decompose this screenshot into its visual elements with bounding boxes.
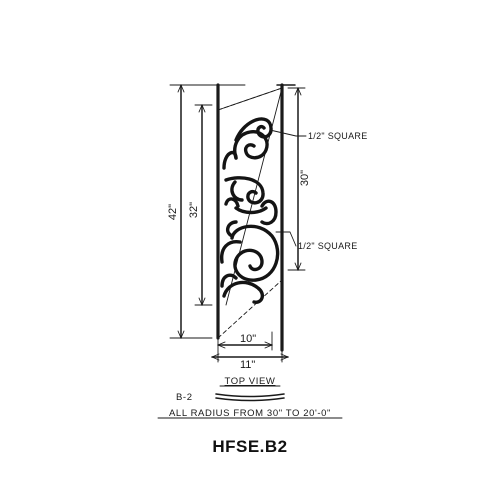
top-view-label: B-2: [176, 392, 193, 403]
dimension-outer-width: 11": [240, 359, 255, 371]
scroll-ornament: [220, 117, 280, 304]
panel-frame: [216, 83, 296, 352]
dimension-inner-height: 32": [188, 202, 200, 218]
right-dimension-lines: [287, 87, 306, 271]
top-view-profile: [215, 393, 285, 402]
bottom-dimension-lines: [211, 331, 289, 363]
model-code: HFSE.B2: [212, 437, 287, 456]
dimension-inner-width: 10": [240, 333, 256, 345]
radius-note: ALL RADIUS FROM 30" TO 20'-0": [169, 408, 331, 419]
callout-top-square: 1/2" SQUARE: [308, 131, 368, 141]
callout-leaders: [269, 129, 307, 247]
callout-middle-square: 1/2" SQUARE: [298, 241, 358, 251]
left-dimension-lines: [169, 84, 246, 339]
dimension-right-height: 30": [299, 170, 311, 186]
top-view-title: TOP VIEW: [225, 376, 276, 387]
dimension-overall-height: 42": [167, 204, 179, 220]
